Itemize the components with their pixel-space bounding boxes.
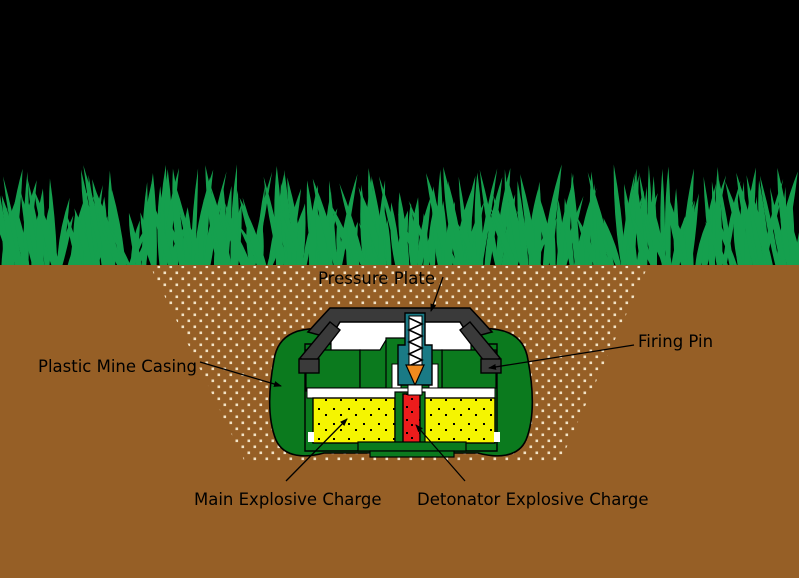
grass-blade [793, 237, 799, 266]
grass-blade [576, 216, 600, 266]
label-leader-lines [199, 276, 635, 482]
grass-blade [74, 208, 94, 266]
grass-blade [66, 214, 83, 266]
grass-blade [239, 197, 267, 266]
label-plastic-mine-casing: Plastic Mine Casing [38, 357, 198, 376]
grass-blade [516, 210, 542, 266]
grass-blade [128, 212, 142, 266]
grass-blade [57, 197, 70, 266]
leader-line-main-explosive-charge [285, 418, 348, 482]
grass-blade [664, 166, 671, 266]
grass-blade [490, 207, 518, 266]
grass-blade [378, 176, 405, 266]
grass-blade [162, 209, 189, 266]
label-firing-pin: Firing Pin [638, 332, 714, 351]
grass-blade [745, 220, 757, 266]
grass-blade [564, 198, 575, 266]
grass-blade [358, 222, 378, 266]
label-detonator-explosive-charge: Detonator Explosive Charge [417, 490, 649, 509]
grass-blade [172, 168, 185, 266]
grass-blade [777, 167, 795, 266]
grass-blade [107, 224, 131, 266]
grass-blade [624, 184, 638, 266]
grass-blade [385, 219, 392, 266]
grass-blade [645, 217, 670, 266]
grass-blade [339, 183, 366, 266]
grass-blade [408, 200, 434, 266]
charge-base-liner-left [308, 432, 314, 442]
grass-blade [268, 208, 289, 266]
grass-blade [639, 172, 656, 266]
grass-blade [603, 218, 622, 266]
grass-blade [3, 176, 23, 266]
grass-blade [736, 172, 761, 266]
grass-blade [718, 179, 734, 266]
grass-blade [315, 208, 330, 266]
label-main-explosive-charge: Main Explosive Charge [194, 490, 382, 509]
leader-line-pressure-plate [430, 276, 444, 312]
grass-blade [398, 213, 423, 266]
grass-blade [173, 179, 197, 266]
grass-blade [151, 198, 174, 266]
grass-layer [0, 164, 799, 266]
grass-blade [36, 188, 45, 266]
firing-pin-tip [405, 364, 425, 387]
grass-blade [744, 167, 756, 266]
grass-blade [684, 213, 694, 266]
main-explosive-charge-left [312, 397, 396, 444]
grass-blade [20, 190, 36, 266]
grass-blade [95, 190, 123, 266]
label-pressure-plate: Pressure Plate [318, 269, 435, 288]
leader-line-detonator-explosive-charge [415, 424, 466, 482]
grass-blade [474, 172, 484, 266]
charge-base-liner-right [494, 432, 500, 442]
grass-blade [210, 193, 231, 266]
grass-blade [629, 211, 656, 266]
grass-blade [588, 225, 612, 266]
grass-blade [275, 200, 302, 266]
grass-blade [308, 185, 319, 266]
grass-blade [279, 201, 307, 266]
grass-blade [148, 172, 157, 266]
main-explosive-charge-right [418, 397, 496, 444]
grass-blade [613, 164, 626, 266]
detonator-explosive-charge [402, 393, 421, 447]
striker-pad-left [298, 358, 320, 374]
grass-blade [479, 169, 500, 266]
grass-blade [447, 180, 466, 266]
grass-blade [228, 219, 252, 266]
grass-blade [769, 187, 786, 266]
detonator-feed-tube [407, 384, 423, 396]
grass-blade [705, 221, 729, 266]
mine-base-foot-lip [369, 450, 455, 458]
pressure-plate-top-face [333, 309, 467, 320]
grass-blade [456, 222, 482, 266]
leader-line-plastic-mine-casing [199, 361, 282, 387]
grass-blade [434, 225, 459, 266]
grass-blade [759, 175, 780, 266]
grass-blade [747, 184, 774, 266]
landmine-assembly [268, 307, 534, 458]
grass-blade [329, 180, 337, 266]
grass-blade [570, 172, 580, 266]
grass-blade [198, 198, 205, 266]
grass-blade [779, 187, 791, 266]
grass-blade [33, 189, 60, 266]
leader-line-firing-pin [488, 344, 635, 370]
grass-blade [537, 191, 556, 266]
mine-base-foot [357, 441, 467, 452]
grass-blade [112, 189, 126, 266]
firing-pin-spring [407, 317, 424, 367]
